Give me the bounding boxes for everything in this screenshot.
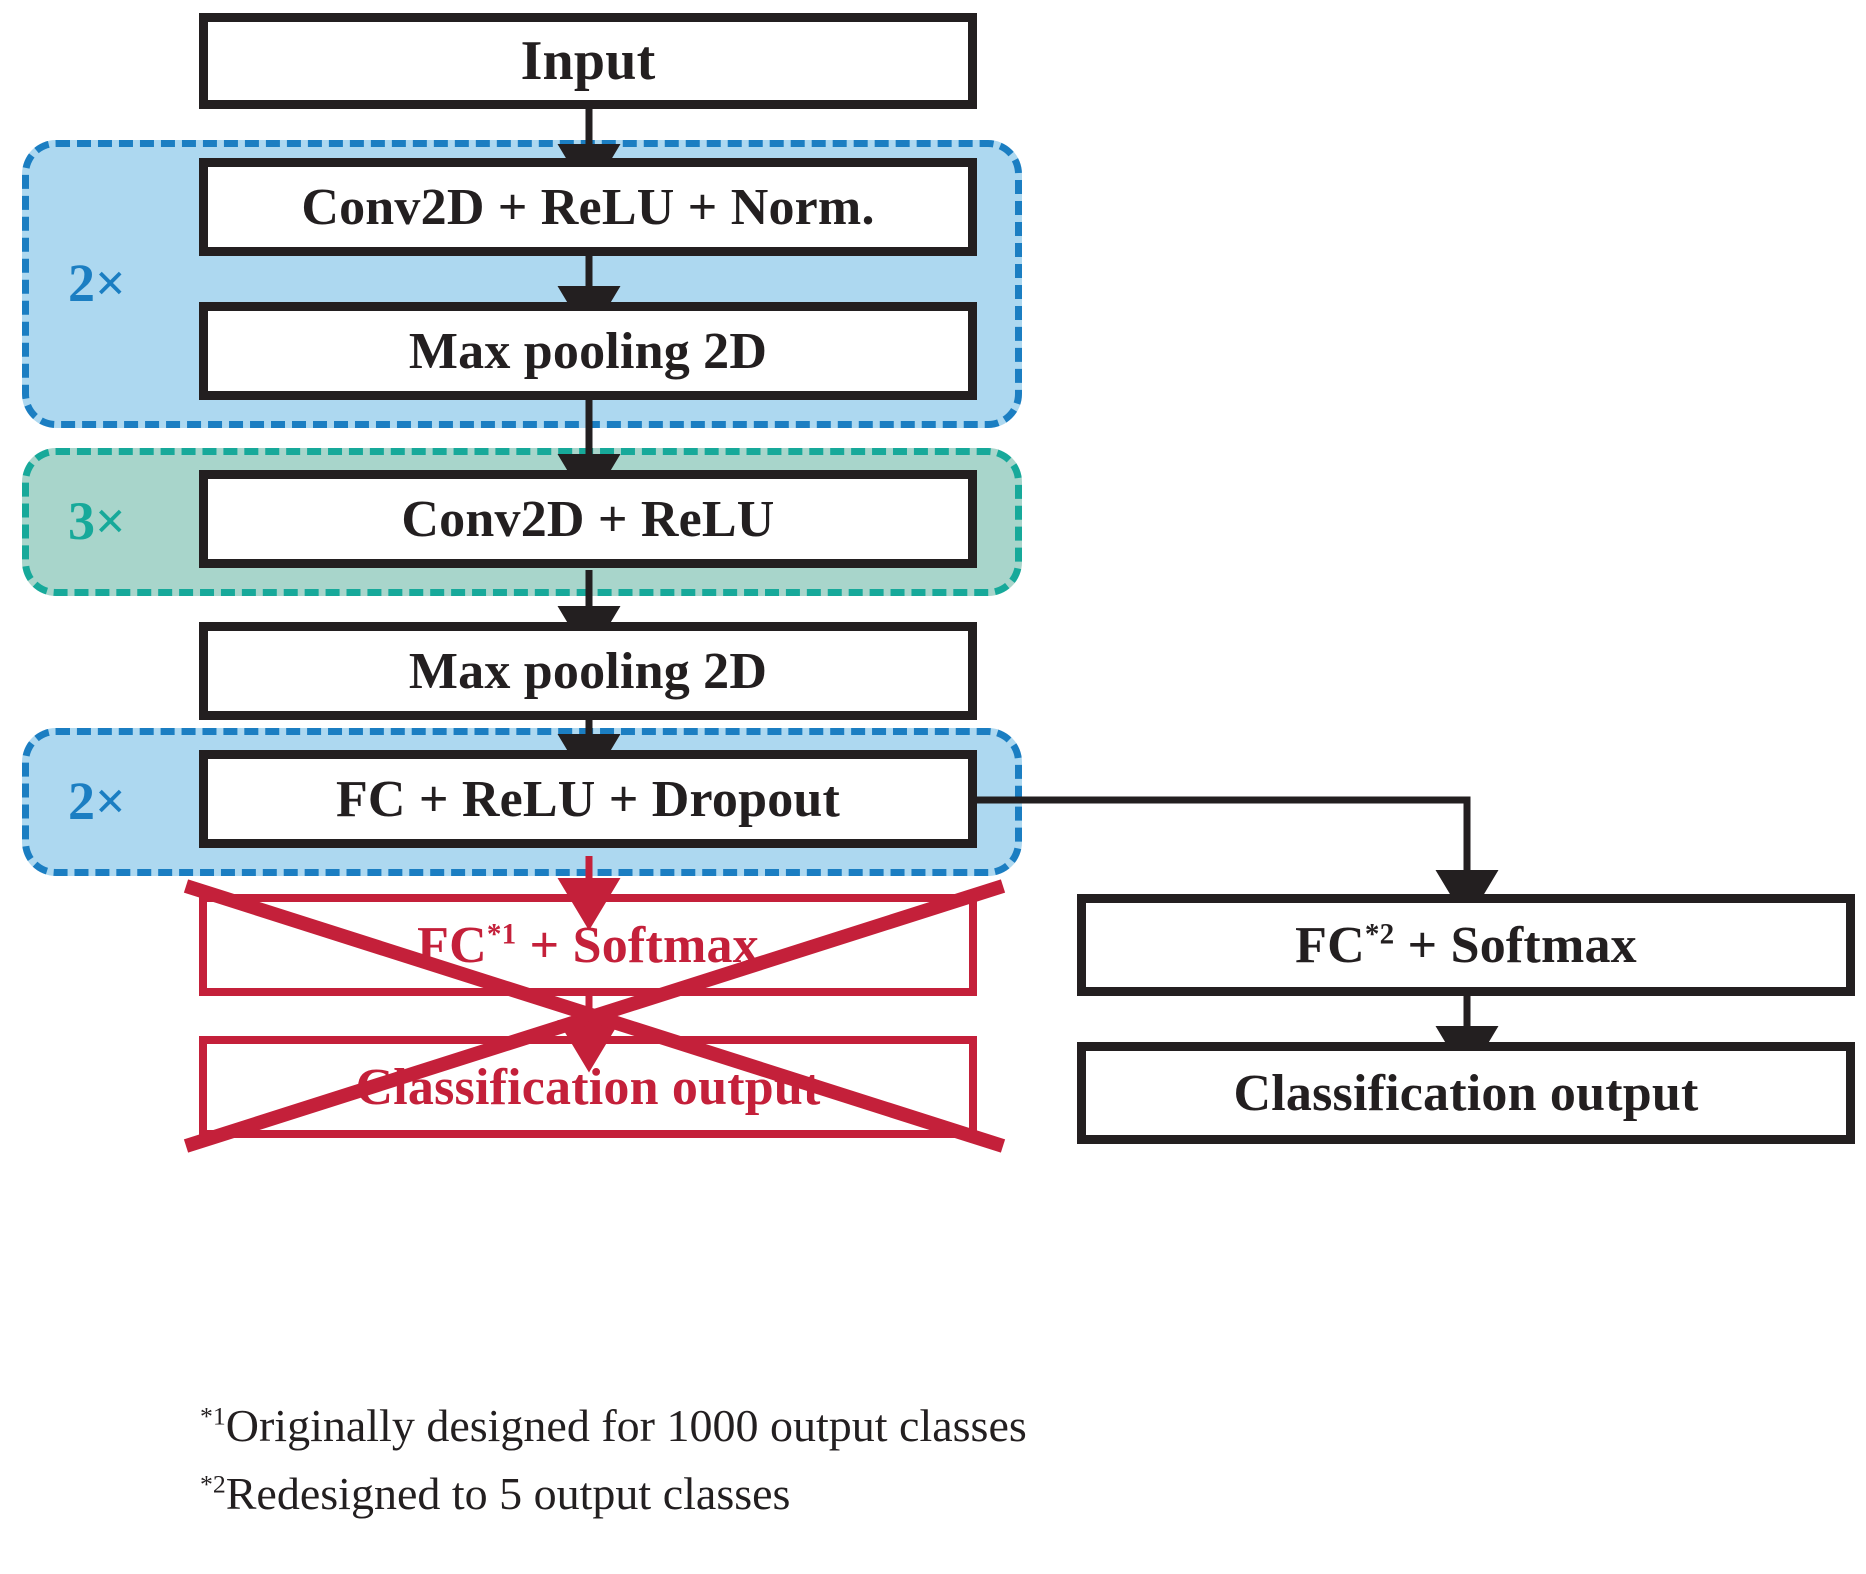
box-conv-relu-norm-label: Conv2D + ReLU + Norm. <box>301 178 875 236</box>
box-conv-relu[interactable]: Conv2D + ReLU <box>199 470 977 568</box>
fc-new-superscript: *2 <box>1364 918 1395 951</box>
box-fc-relu-dropout-label: FC + ReLU + Dropout <box>335 770 841 828</box>
fc-deprecated-prefix: FC <box>417 916 487 974</box>
fc-new-prefix: FC <box>1295 916 1365 974</box>
box-max-pooling-2d-1-label: Max pooling 2D <box>408 322 768 380</box>
box-fc-softmax-deprecated[interactable]: FC*1 + Softmax <box>199 894 977 996</box>
box-conv-relu-norm[interactable]: Conv2D + ReLU + Norm. <box>199 158 977 256</box>
box-max-pooling-2d-2[interactable]: Max pooling 2D <box>199 622 977 720</box>
multiplier-label-block1: 2× <box>68 253 126 313</box>
footnote-2: *2Redesigned to 5 output classes <box>200 1466 790 1522</box>
box-fc-relu-dropout[interactable]: FC + ReLU + Dropout <box>199 750 977 848</box>
box-fc-softmax-deprecated-label: FC*1 + Softmax <box>417 916 759 975</box>
fc-new-suffix: + Softmax <box>1394 916 1637 974</box>
box-conv-relu-label: Conv2D + ReLU <box>401 490 775 548</box>
footnote-2-text: Redesigned to 5 output classes <box>225 1468 791 1519</box>
footnote-1-text: Originally designed for 1000 output clas… <box>225 1400 1027 1451</box>
multiplier-label-block2: 3× <box>68 491 126 551</box>
box-max-pooling-2d-2-label: Max pooling 2D <box>408 642 768 700</box>
footnote-1-marker: *1 <box>200 1401 226 1431</box>
box-classification-output-new[interactable]: Classification output <box>1077 1042 1855 1144</box>
multiplier-label-block3: 2× <box>68 771 126 831</box>
box-input-label: Input <box>520 30 656 92</box>
box-classification-output-deprecated-label: Classification output <box>355 1058 821 1116</box>
deprecated-strikethrough-cross <box>183 879 1006 1153</box>
fc-deprecated-superscript: *1 <box>486 918 517 951</box>
box-fc-softmax-new[interactable]: FC*2 + Softmax <box>1077 894 1855 996</box>
box-max-pooling-2d-1[interactable]: Max pooling 2D <box>199 302 977 400</box>
fc-deprecated-suffix: + Softmax <box>516 916 759 974</box>
footnote-1: *1Originally designed for 1000 output cl… <box>200 1398 1027 1454</box>
box-input[interactable]: Input <box>199 13 977 109</box>
footnote-2-marker: *2 <box>200 1469 226 1499</box>
box-classification-output-new-label: Classification output <box>1233 1064 1699 1122</box>
box-fc-softmax-new-label: FC*2 + Softmax <box>1295 916 1637 975</box>
box-classification-output-deprecated[interactable]: Classification output <box>199 1036 977 1138</box>
